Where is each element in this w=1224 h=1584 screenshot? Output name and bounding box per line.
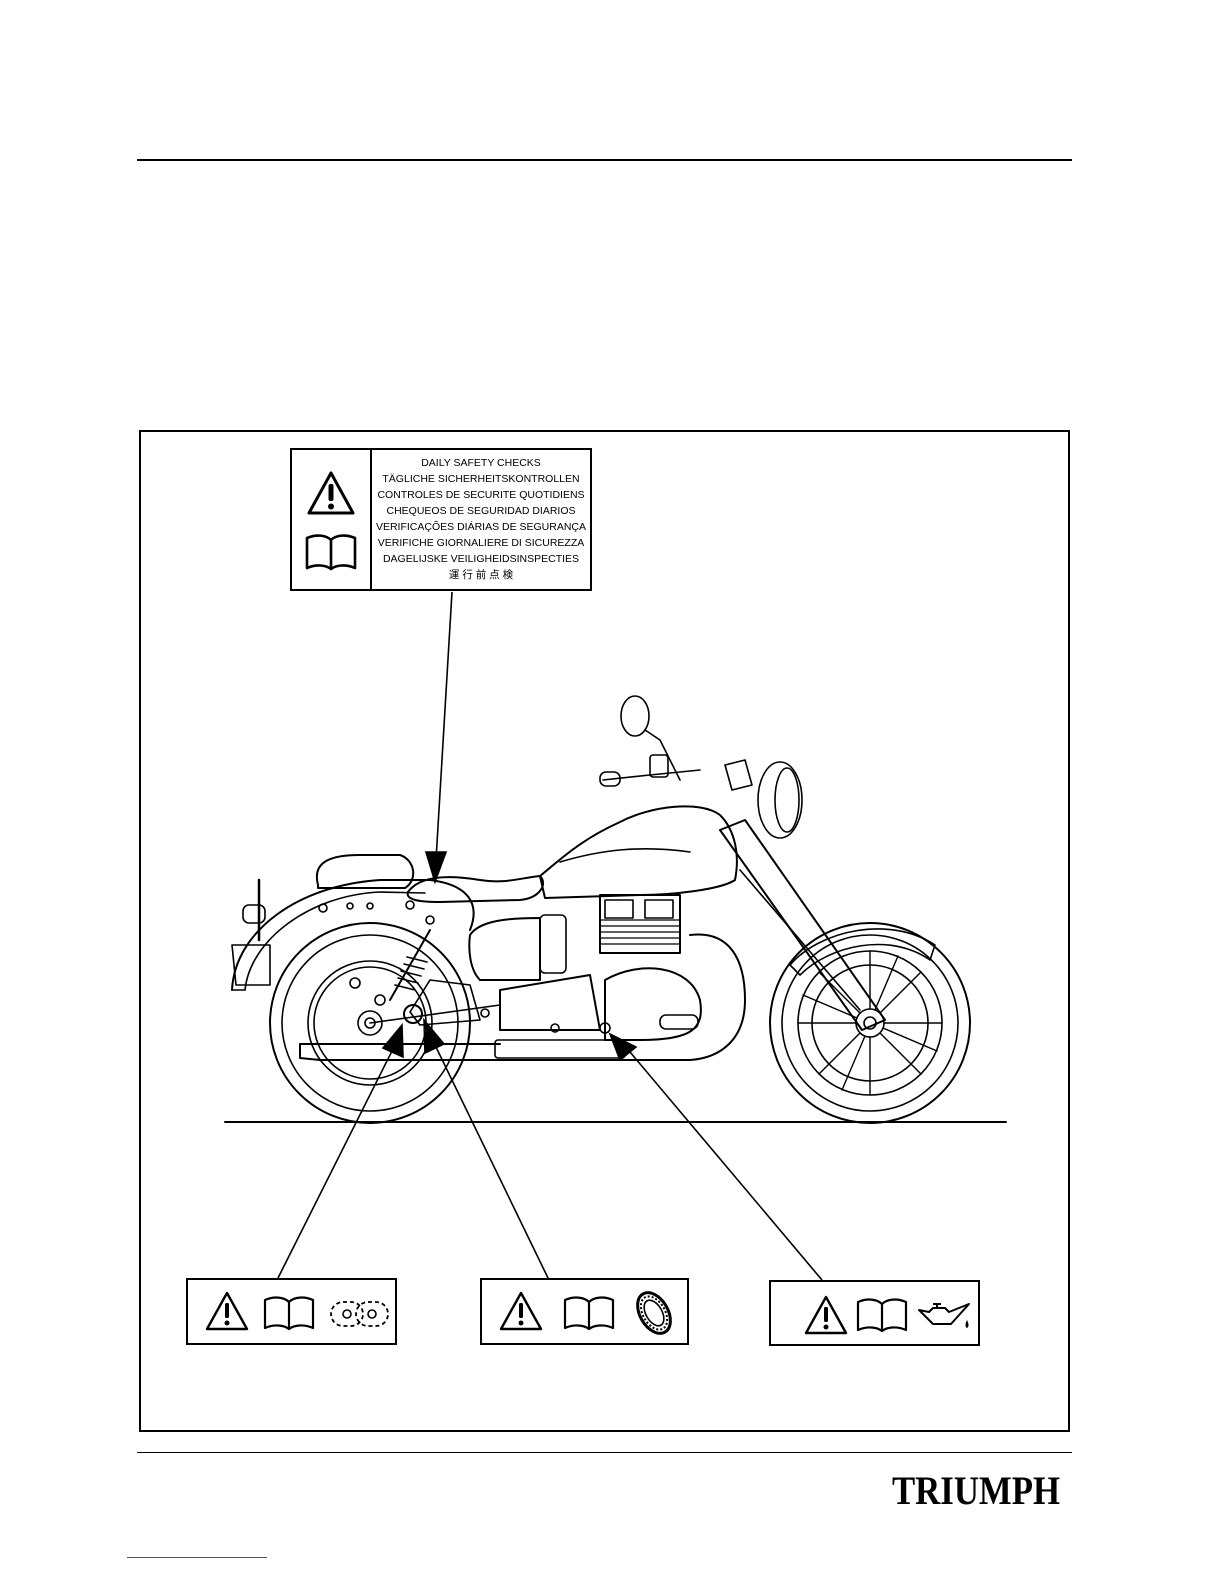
footer-rule bbox=[137, 1452, 1072, 1453]
label-line-en: DAILY SAFETY CHECKS bbox=[372, 455, 590, 471]
label-line-pt: VERIFICAÇÕES DIÁRIAS DE SEGURANÇA bbox=[372, 519, 590, 535]
svg-text:TRIUMPH: TRIUMPH bbox=[892, 1470, 1060, 1510]
label-text-block: DAILY SAFETY CHECKS TÄGLICHE SICHERHEITS… bbox=[372, 455, 590, 583]
label-line-es: CHEQUEOS DE SEGURIDAD DIARIOS bbox=[372, 503, 590, 519]
oil-can-icon bbox=[915, 1298, 975, 1334]
book-icon bbox=[562, 1294, 616, 1332]
footer-link-underline[interactable] bbox=[127, 1557, 267, 1558]
label-line-it: VERIFICHE GIORNALIERE DI SICUREZZA bbox=[372, 535, 590, 551]
label-line-fr: CONTROLES DE SECURITE QUOTIDIENS bbox=[372, 487, 590, 503]
triumph-logo: TRIUMPH bbox=[892, 1470, 1062, 1506]
warning-triangle-icon bbox=[306, 470, 356, 516]
warning-triangle-icon bbox=[498, 1290, 544, 1332]
warning-triangle-icon bbox=[803, 1294, 849, 1336]
chain-check-label bbox=[186, 1278, 397, 1345]
daily-safety-checks-label: DAILY SAFETY CHECKS TÄGLICHE SICHERHEITS… bbox=[290, 448, 592, 591]
label-line-de: TÄGLICHE SICHERHEITSKONTROLLEN bbox=[372, 471, 590, 487]
tyre-check-label bbox=[480, 1278, 689, 1345]
warning-triangle-icon bbox=[204, 1290, 250, 1332]
book-icon bbox=[304, 532, 358, 572]
tyre-icon bbox=[632, 1288, 676, 1338]
chain-icon bbox=[328, 1296, 392, 1332]
triumph-logo-wordmark: TRIUMPH bbox=[892, 1470, 1062, 1510]
book-icon bbox=[262, 1294, 316, 1332]
label-line-ja: 運 行 前 点 検 bbox=[372, 567, 590, 583]
oil-check-label bbox=[769, 1280, 980, 1346]
label-line-nl: DAGELIJSKE VEILIGHEIDSINSPECTIES bbox=[372, 551, 590, 567]
book-icon bbox=[855, 1296, 909, 1334]
